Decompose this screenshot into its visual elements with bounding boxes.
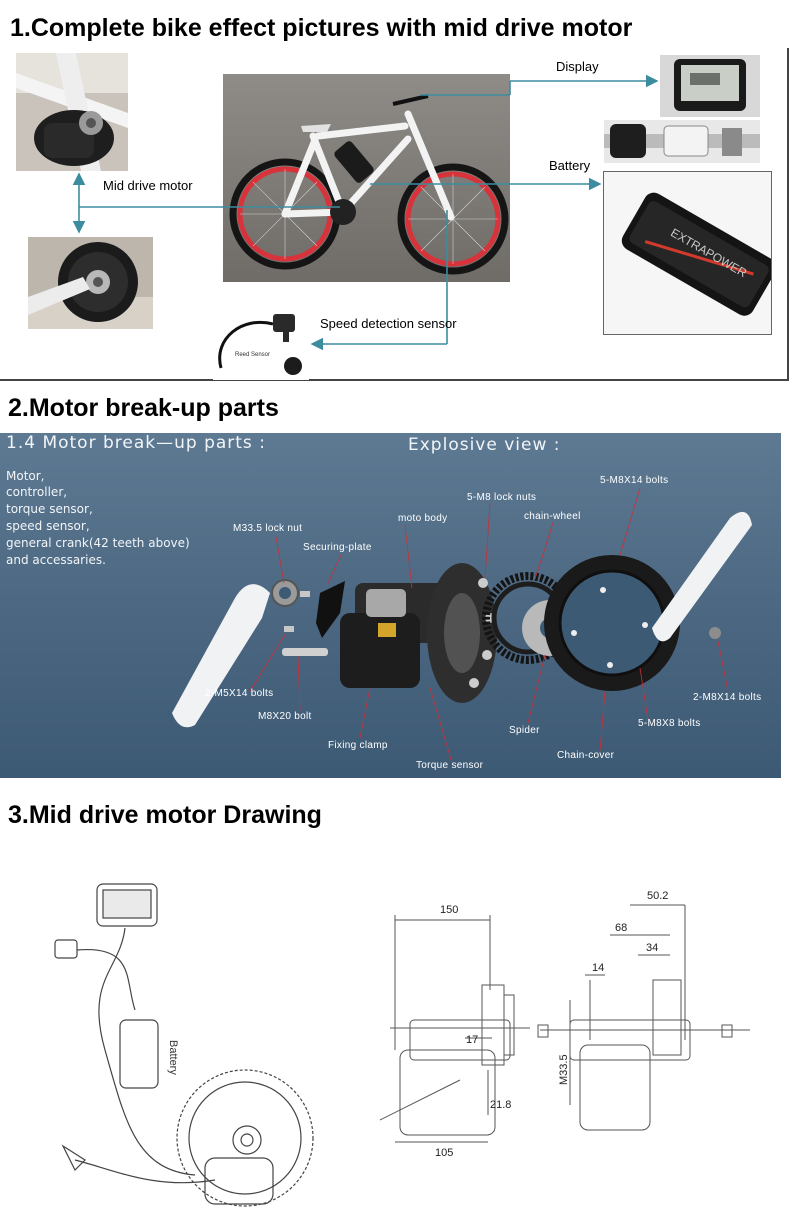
handlebar-controller-photo: [604, 120, 760, 163]
speed-sensor-label: Speed detection sensor: [320, 316, 457, 331]
section-1-title: 1.Complete bike effect pictures with mid…: [10, 14, 633, 42]
dim-21-8: 21.8: [490, 1099, 511, 1111]
dim-17: 17: [466, 1034, 478, 1046]
explosive-view-panel: 1.4 Motor break—up parts : Explosive vie…: [0, 433, 781, 778]
panel-view-title: Explosive view :: [408, 435, 561, 455]
intro-line: speed sensor,: [6, 519, 90, 533]
dim-150: 150: [440, 904, 458, 916]
dim-50-2: 50.2: [647, 890, 668, 902]
intro-line: and accessaries.: [6, 553, 106, 567]
reed-sensor-text: Reed Sensor: [235, 352, 270, 358]
battery-drawing-label: Battery: [167, 1040, 179, 1075]
battery-label: Battery: [549, 158, 591, 173]
dim-34: 34: [646, 942, 658, 954]
spider-label: Spider: [509, 725, 540, 736]
m8x14-bolts-label: 5-M8X14 bolts: [600, 475, 669, 486]
intro-line: Motor,: [6, 469, 45, 483]
m8x20-bolt-label: M8X20 bolt: [258, 711, 312, 722]
chainring-closeup-photo: [28, 237, 153, 329]
intro-line: torque sensor,: [6, 502, 93, 516]
bike-photo: [223, 74, 510, 282]
chain-wheel-label: chain-wheel: [524, 511, 581, 522]
section-1-connectors: [72, 74, 659, 351]
m33-lock-nut-label: M33.5 lock nut: [233, 523, 303, 534]
m8x14-bolts-2-label: 2-M8X14 bolts: [693, 692, 762, 703]
intro-line: controller,: [6, 485, 68, 499]
section-2-title: 2.Motor break-up parts: [8, 394, 279, 422]
wiring-diagram: Battery: [54, 883, 314, 1207]
dim-m33-5: M33.5: [558, 1054, 570, 1085]
exploded-motor-illustration: [172, 487, 752, 764]
moto-body-label: moto body: [398, 513, 448, 524]
battery-photo: EXTRAPOWER: [603, 171, 772, 335]
torque-sensor-label: Torque sensor: [416, 760, 484, 771]
dimension-drawing: 150 17 21.8 105 50.2 68 34 14 M33.5: [379, 890, 750, 1159]
dim-105: 105: [435, 1147, 453, 1159]
speed-sensor-photo: Reed Sensor: [213, 308, 309, 380]
motor-closeup-photo: [16, 53, 128, 171]
panel-title: 1.4 Motor break—up parts :: [6, 433, 266, 453]
securing-plate-label: Securing-plate: [303, 542, 372, 553]
m5x14-bolts-label: 2-M5X14 bolts: [205, 688, 274, 699]
section-1-frame: [0, 48, 789, 381]
display-label: Display: [556, 59, 599, 74]
m8-lock-nuts-label: 5-M8 lock nuts: [467, 492, 537, 503]
display-photo: [660, 55, 760, 117]
intro-line: general crank(42 teeth above): [6, 536, 190, 550]
fixing-clamp-label: Fixing clamp: [328, 740, 388, 751]
chain-cover-label: Chain-cover: [557, 750, 615, 761]
section-3-title: 3.Mid drive motor Drawing: [8, 801, 322, 829]
m8x8-bolts-label: 5-M8X8 bolts: [638, 718, 701, 729]
dim-14: 14: [592, 962, 604, 974]
mid-drive-motor-label: Mid drive motor: [103, 178, 193, 193]
dim-68: 68: [615, 922, 627, 934]
